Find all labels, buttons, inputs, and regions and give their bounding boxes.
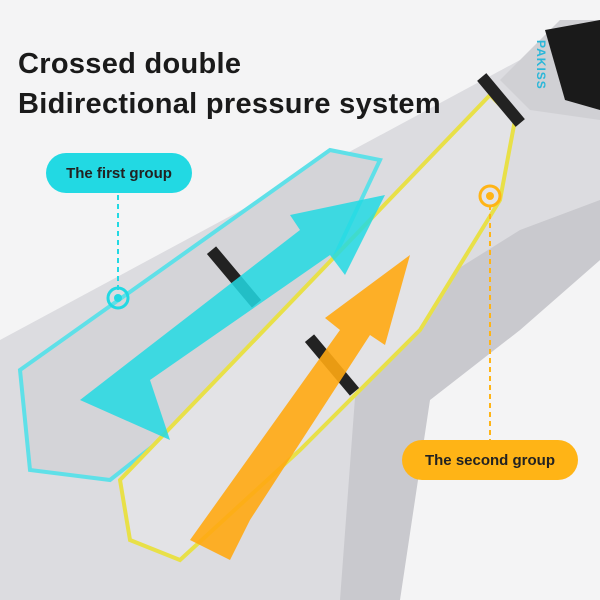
cyan-arrow [80, 195, 385, 440]
headline-line-2: Bidirectional pressure system [18, 88, 441, 120]
second-group-target-icon [478, 184, 502, 208]
second-group-label: The second group [402, 440, 578, 480]
first-group-target-icon [106, 286, 130, 310]
brand-label: PAKISS [534, 40, 548, 90]
headline-line-1: Crossed double [18, 48, 242, 80]
first-group-label: The first group [46, 153, 192, 193]
brand-tag [545, 20, 600, 110]
mesh-panel [340, 200, 600, 600]
buckle [477, 73, 525, 127]
orange-arrow [190, 255, 410, 560]
